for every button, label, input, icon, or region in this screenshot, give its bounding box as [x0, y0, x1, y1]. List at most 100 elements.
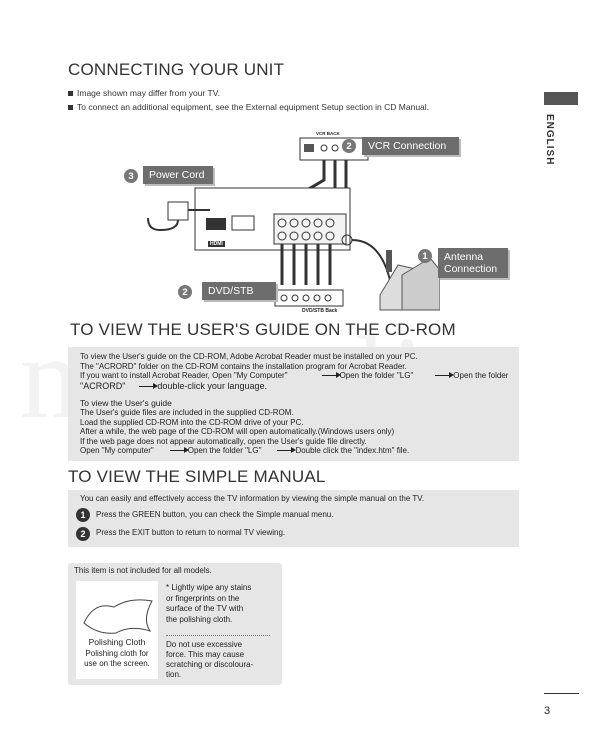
arrow-icon	[139, 382, 159, 389]
arrow-icon	[277, 447, 297, 454]
step-text: Press the EXIT button to return to norma…	[96, 528, 286, 537]
cloth-desc-line: use on the screen.	[84, 658, 150, 668]
cloth-tip: * Lightly wipe any stains or fingerprint…	[166, 583, 251, 625]
warning-line: tion.	[166, 670, 182, 679]
dvd-port	[280, 294, 288, 302]
guide-line: To view the User's guide	[80, 397, 172, 408]
av-port	[301, 218, 311, 228]
polishing-cloth-box: This item is not included for all models…	[68, 563, 282, 685]
cloth-desc: Polishing cloth for use on the screen.	[74, 649, 160, 668]
guide-line: If you want to install Acrobat Reader, O…	[80, 371, 519, 381]
dvd-port	[302, 294, 310, 302]
tip-line: * Lightly wipe any stains	[166, 583, 252, 592]
simple-manual-box: You can easily and effectively access th…	[68, 490, 519, 547]
vcr-port	[320, 144, 328, 152]
av-port	[289, 231, 299, 241]
av-port	[313, 231, 323, 241]
users-guide-heading: TO VIEW THE USER'S GUIDE ON THE CD-ROM	[70, 320, 456, 339]
dvd-port	[313, 294, 321, 302]
users-guide-text: To view the User's guide on the CD-ROM, …	[68, 347, 519, 456]
guide-text: double-click your language.	[157, 380, 267, 391]
av-port	[277, 218, 287, 228]
hdmi-port	[206, 218, 226, 230]
dvd-port	[291, 294, 299, 302]
building-illustration	[401, 257, 440, 311]
step-number: 1	[76, 508, 90, 522]
arrow-icon	[169, 447, 189, 454]
av-port	[301, 231, 311, 241]
guide-line: The "ACRORD" folder on the CD-ROM contai…	[80, 361, 407, 371]
bullet-item: To connect an additional equipment, see …	[68, 102, 429, 112]
vcr-port	[331, 144, 339, 152]
vcr-video-port	[304, 144, 314, 152]
guide-line: "ACRORD" double-click your language.	[80, 381, 519, 392]
guide-text: Open the folder	[453, 371, 509, 380]
tip-line: the polishing cloth.	[166, 614, 233, 624]
warning-line: Do not use excessive	[166, 640, 243, 649]
callout-number: 1	[418, 249, 432, 263]
cloth-note: This item is not included for all models…	[74, 566, 212, 575]
dvd-port	[324, 294, 332, 302]
power-cord-callout: Power Cord	[143, 166, 213, 184]
guide-line: Load the supplied CD-ROM into the CD-ROM…	[80, 417, 304, 427]
power-cable	[147, 217, 179, 232]
guide-text: Open the folder "LG"	[187, 446, 262, 455]
polishing-cloth-icon	[83, 599, 153, 634]
callout-number: 2	[178, 285, 192, 299]
vcr-connection-callout: VCR Connection	[362, 137, 459, 155]
guide-line: The User's guide files are included in t…	[80, 408, 294, 417]
dvd-stb-callout: DVD/STB	[202, 282, 276, 300]
bullet-marker	[68, 91, 73, 97]
language-tab	[544, 92, 578, 105]
simple-manual-intro: You can easily and effectively access th…	[80, 494, 425, 503]
simple-manual-heading: TO VIEW THE SIMPLE MANUAL	[68, 467, 326, 486]
antenna-cable	[351, 239, 391, 281]
arrow-icon	[435, 372, 455, 379]
av-port	[325, 231, 335, 241]
bullet-text: Image shown may differ from your TV.	[77, 88, 220, 98]
component-panel	[273, 213, 347, 245]
vcr-back-label: VCR BACK	[316, 131, 340, 136]
guide-line: Open "My computer" Open the folder "LG" Do…	[80, 446, 519, 456]
arrow-icon	[321, 372, 341, 379]
av-port	[277, 231, 287, 241]
antenna-plug	[386, 250, 392, 272]
footer-rule	[544, 693, 579, 694]
bullet-text: To connect an additional equipment, see …	[77, 102, 430, 112]
bullet-marker	[68, 105, 73, 111]
guide-line: To view the User's guide on the CD-ROM, …	[80, 352, 418, 361]
antenna-connection-callout: Antenna Connection	[438, 248, 508, 278]
guide-text: Double click the "index.htm" file.	[295, 446, 410, 455]
bullet-item: Image shown may differ from your TV.	[68, 88, 220, 98]
dvd-back-label: DVD/STB Back	[302, 308, 338, 314]
warning-line: force. This may cause	[166, 650, 245, 659]
tip-line: surface of the TV with	[166, 604, 244, 613]
antenna-label-line: Antenna	[444, 251, 484, 263]
hdmi-label: HDMI	[208, 241, 225, 247]
connection-diagram	[147, 137, 440, 311]
guide-text: If you want to install Acrobat Reader, O…	[80, 371, 288, 380]
step-text: Press the GREEN button, you can check th…	[96, 510, 334, 519]
av-port	[289, 218, 299, 228]
cloth-name: Polishing Cloth	[88, 637, 146, 647]
av-port	[313, 218, 323, 228]
power-socket	[167, 201, 189, 221]
language-label: ENGLISH	[544, 114, 555, 166]
guide-text: "ACRORD"	[80, 380, 126, 391]
page-number: 3	[544, 705, 551, 717]
users-guide-box: To view the User's guide on the CD-ROM, …	[68, 347, 519, 461]
callout-number: 3	[124, 169, 138, 183]
tip-line: or fingerprints on the	[166, 593, 240, 603]
guide-line: If the web page does not appear automati…	[80, 436, 367, 446]
guide-line: After a while, the web page of the CD-RO…	[80, 427, 395, 436]
step-number: 2	[76, 527, 90, 541]
page-title: CONNECTING YOUR UNIT	[68, 60, 285, 79]
antenna-label-line: Connection	[444, 263, 498, 275]
vga-port	[231, 215, 255, 231]
dotted-divider	[166, 635, 270, 636]
guide-text: Open "My computer"	[80, 446, 154, 455]
av-port	[325, 218, 335, 228]
cloth-warning: Do not use excessive force. This may cau…	[166, 640, 253, 680]
callout-number: 2	[342, 139, 356, 153]
guide-text: Open the folder "LG"	[339, 371, 414, 380]
